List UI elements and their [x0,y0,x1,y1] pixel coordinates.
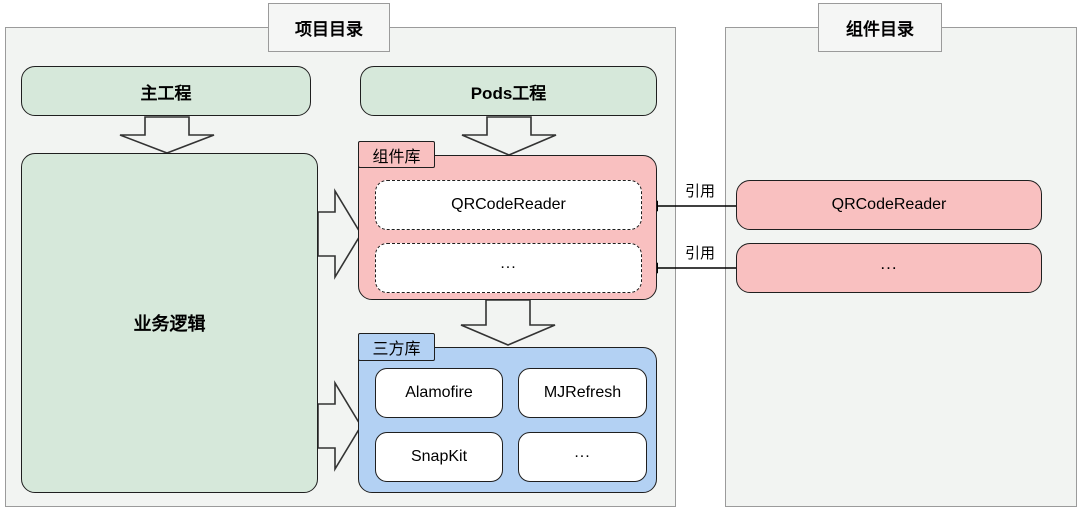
thirdparty-library-tab: 三方库 [358,333,435,361]
catalog-qrcodereader-box: QRCodeReader [736,180,1042,230]
component-library-tab: 组件库 [358,141,435,168]
project-directory-title: 项目目录 [268,3,390,52]
main-project-box: 主工程 [21,66,311,116]
lib-alamofire-box: Alamofire [375,368,503,418]
pods-project-box: Pods工程 [360,66,657,116]
component-ellipsis-box: ... [375,243,642,293]
ellipsis-text: ... [574,444,591,461]
reference-label-1: 引用 [684,182,715,200]
component-directory-title: 组件目录 [818,3,942,52]
ellipsis-text: ... [500,255,517,272]
catalog-ellipsis-box: ... [736,243,1042,293]
business-logic-box: 业务逻辑 [21,153,318,493]
lib-snapkit-box: SnapKit [375,432,503,482]
lib-ellipsis-box: ... [518,432,647,482]
reference-label-2: 引用 [684,244,715,262]
ellipsis-text: ... [880,254,898,273]
lib-mjrefresh-box: MJRefresh [518,368,647,418]
component-qrcodereader-box: QRCodeReader [375,180,642,230]
